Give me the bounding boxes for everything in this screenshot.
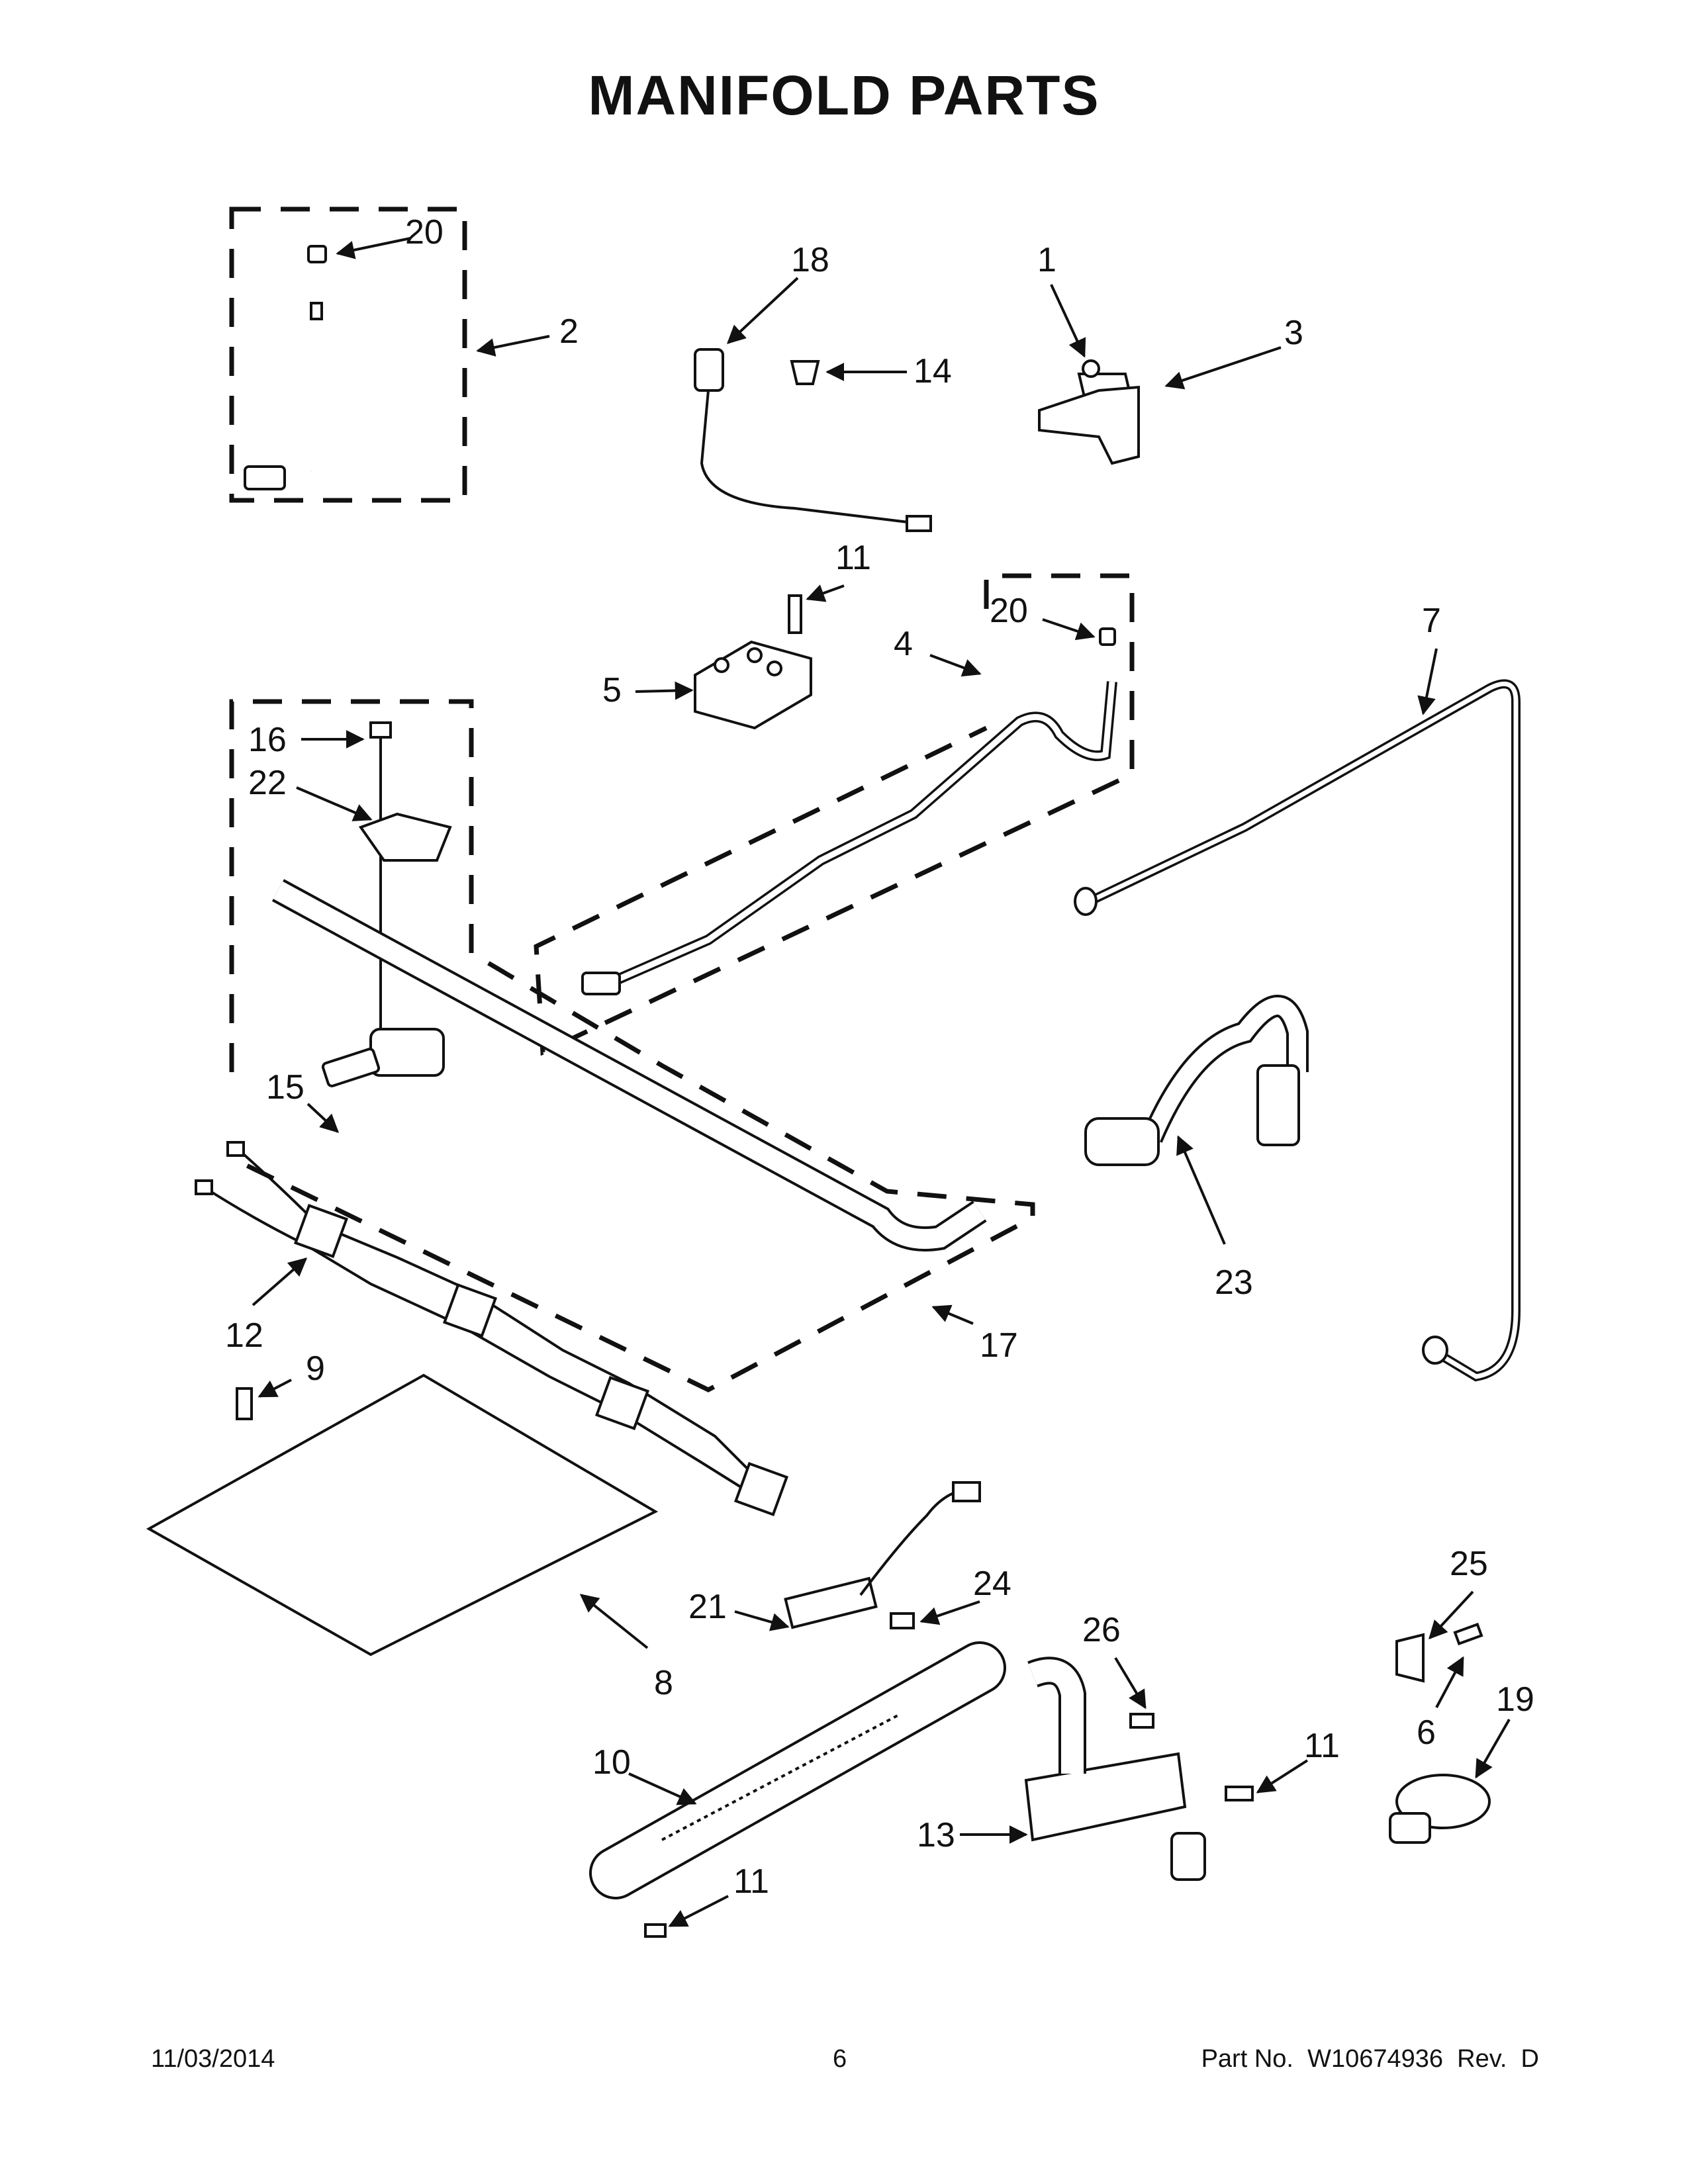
leader-3 <box>1164 346 1282 390</box>
footer-date: 11/03/2014 <box>151 2045 275 2073</box>
screw-26 <box>1129 1713 1154 1729</box>
grommet-14 <box>790 360 820 385</box>
elbow-fitting-23 <box>1084 995 1309 1166</box>
leader-20a <box>336 237 411 259</box>
terminal-block-21 <box>784 1481 981 1629</box>
leader-20b <box>1042 618 1096 641</box>
callout-5: 5 <box>602 671 622 709</box>
leader-4 <box>929 654 982 677</box>
callout-13: 13 <box>917 1816 955 1854</box>
panel-8 <box>146 1373 659 1657</box>
leader-11a <box>806 584 845 602</box>
burner-tube-10 <box>589 1641 1006 1899</box>
gas-tube-4 <box>581 627 1117 995</box>
valve-body-13 <box>1024 1657 1206 1881</box>
leader-23 <box>1176 1135 1226 1245</box>
callout-9: 9 <box>306 1349 325 1388</box>
leader-11b <box>1256 1759 1309 1794</box>
leader-8 <box>579 1594 649 1649</box>
leader-22 <box>296 786 373 821</box>
callout-4: 4 <box>894 625 913 663</box>
leader-2 <box>476 335 550 357</box>
screw-24 <box>890 1612 915 1629</box>
bracket-3 <box>1038 359 1140 465</box>
callout-10: 10 <box>592 1743 631 1782</box>
callout-19: 19 <box>1496 1680 1534 1719</box>
screw-11 <box>644 1786 1254 1938</box>
callout-20: 20 <box>405 213 444 251</box>
callout-24: 24 <box>973 1565 1011 1603</box>
screw-9 <box>236 1387 253 1420</box>
page-title: MANIFOLD PARTS <box>588 64 1100 126</box>
leader-10 <box>628 1772 697 1805</box>
clip-25 <box>1395 1633 1425 1683</box>
leader-7 <box>1417 648 1438 715</box>
leader-26 <box>1114 1657 1147 1709</box>
fitting-cap-top <box>307 245 327 263</box>
leader-19 <box>1475 1719 1511 1779</box>
leader-11c <box>668 1895 729 1927</box>
footer-part-number: Part No. W10674936 Rev. D <box>1201 2045 1539 2073</box>
callout-20-b: 20 <box>990 592 1028 630</box>
regulator-19 <box>1389 1774 1491 1844</box>
leader-21 <box>734 1610 790 1631</box>
callout-17: 17 <box>980 1326 1018 1365</box>
callout-11: 11 <box>835 539 871 577</box>
valve-assembly-15 <box>321 721 452 1087</box>
screw-6 <box>1453 1622 1483 1646</box>
callout-1: 1 <box>1037 241 1056 279</box>
igniter-sensor-18 <box>694 348 932 532</box>
callout-21: 21 <box>688 1588 727 1626</box>
leader-9 <box>258 1379 292 1398</box>
wire-harness-12 <box>195 1141 789 1517</box>
callout-7: 7 <box>1422 602 1441 640</box>
callout-8: 8 <box>654 1664 673 1702</box>
leader-5 <box>635 681 694 700</box>
group-box-top-left <box>229 206 467 503</box>
callout-26: 26 <box>1082 1611 1121 1649</box>
callout-15: 15 <box>266 1068 305 1107</box>
leader-25 <box>1429 1590 1474 1640</box>
group-box-right-tube <box>534 573 1135 1056</box>
callout-18: 18 <box>791 241 829 279</box>
leader-1 <box>1050 284 1086 358</box>
leader-18 <box>726 277 799 344</box>
callout-25: 25 <box>1450 1545 1488 1583</box>
callout-11-b: 11 <box>1304 1727 1340 1765</box>
gas-tube-7 <box>1074 679 1521 1382</box>
callout-2: 2 <box>559 312 579 351</box>
footer-page-number: 6 <box>833 2045 847 2073</box>
leader-12 <box>252 1257 308 1306</box>
callout-6: 6 <box>1417 1713 1436 1752</box>
callout-22: 22 <box>248 764 287 802</box>
group-box-valve-manifold <box>229 699 1035 1392</box>
callout-3: 3 <box>1284 314 1303 352</box>
manifold-pipe-17 <box>271 879 987 1251</box>
callout-14: 14 <box>914 352 952 390</box>
leader-15 <box>306 1103 340 1133</box>
leader-24 <box>919 1600 980 1625</box>
module-5 <box>694 594 812 730</box>
leader-17 <box>931 1304 974 1325</box>
callout-12: 12 <box>225 1316 263 1355</box>
callout-11-c: 11 <box>733 1862 769 1901</box>
callout-16: 16 <box>248 721 287 759</box>
gas-tube-2 <box>244 302 422 490</box>
callout-23: 23 <box>1215 1263 1253 1302</box>
leader-6 <box>1435 1656 1464 1708</box>
